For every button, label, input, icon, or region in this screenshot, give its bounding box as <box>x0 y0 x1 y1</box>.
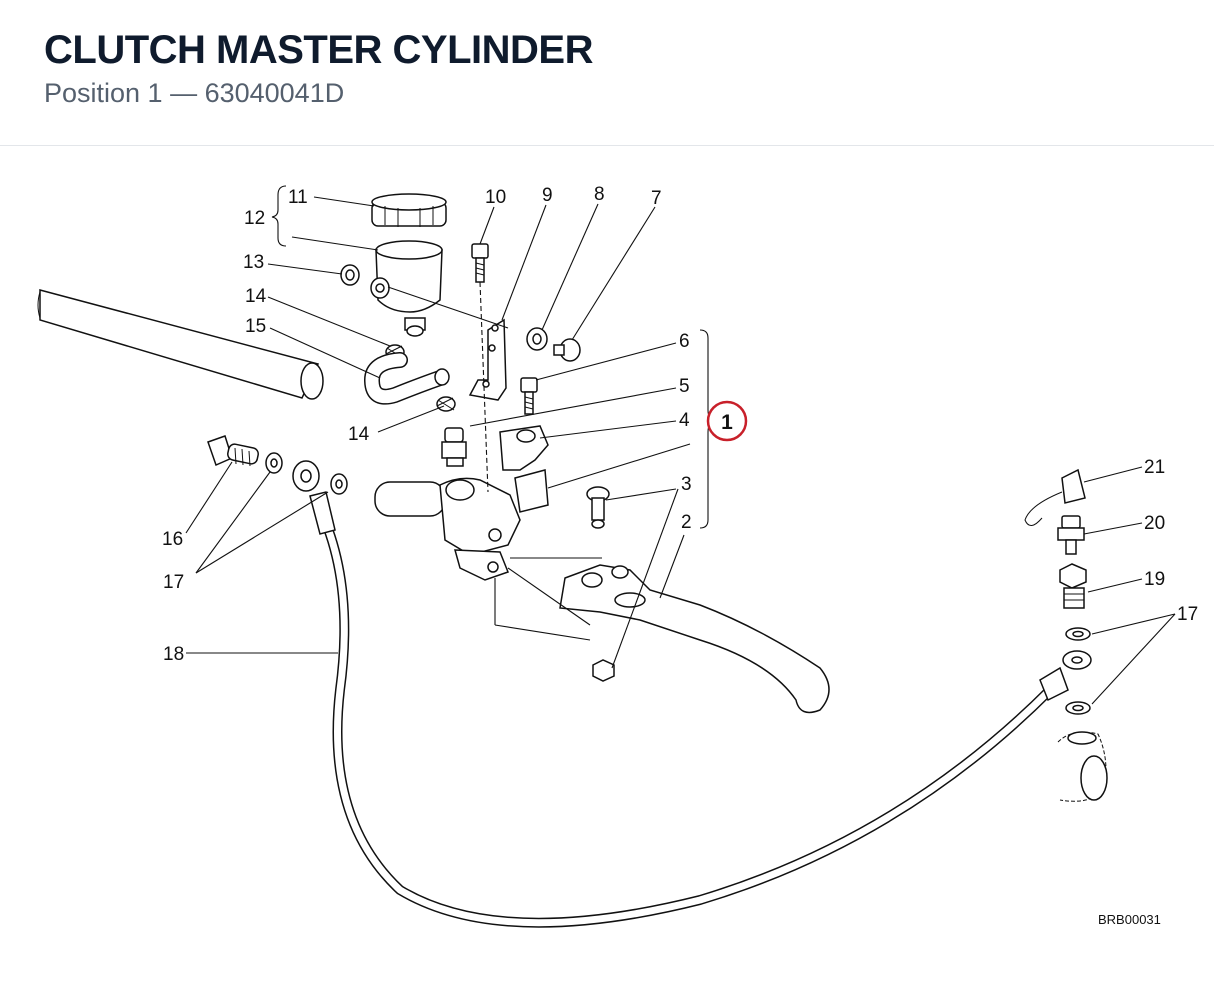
screw-6 <box>520 377 538 415</box>
hose-clamp-lower <box>436 396 456 412</box>
handlebar-tube <box>37 289 324 400</box>
washer-left-2 <box>330 473 348 495</box>
handlebar-clamp <box>499 425 549 471</box>
position-callout[interactable]: 1 <box>706 400 748 442</box>
washer-right-1 <box>1065 627 1091 641</box>
part-labels: 11 12 10 9 8 7 13 14 15 6 5 4 14 3 2 16 … <box>162 184 1198 665</box>
label-14-lower: 14 <box>348 424 370 445</box>
label-2: 2 <box>681 512 692 533</box>
mounting-bracket <box>468 318 507 401</box>
page-header: CLUTCH MASTER CYLINDER Position 1 — 6304… <box>0 0 1214 146</box>
leader-lines <box>185 185 1176 705</box>
lever-nut <box>592 659 615 682</box>
reservoir-cap <box>371 193 447 227</box>
label-16: 16 <box>162 529 183 550</box>
page-subtitle: Position 1 — 63040041D <box>44 78 345 108</box>
label-13: 13 <box>243 252 264 273</box>
label-11: 11 <box>288 187 308 208</box>
pivot-screw <box>586 486 610 529</box>
reservoir-hose <box>363 352 450 405</box>
label-17-left: 17 <box>163 572 184 593</box>
banjo-fitting <box>292 460 320 492</box>
callout-number: 1 <box>721 411 733 434</box>
label-4: 4 <box>679 410 690 431</box>
label-19: 19 <box>1144 569 1165 590</box>
label-21: 21 <box>1144 457 1165 478</box>
spacer-8 <box>526 327 548 351</box>
label-9: 9 <box>542 185 553 206</box>
washer-left-1 <box>265 452 283 474</box>
exploded-parts-diagram: 11 12 10 9 8 7 13 14 15 6 5 4 14 3 2 16 … <box>37 184 1198 928</box>
bleeder-cap <box>1024 468 1086 526</box>
hose-fitting <box>441 427 467 467</box>
screw-7 <box>553 338 581 362</box>
label-20: 20 <box>1144 513 1165 534</box>
clutch-lever <box>559 564 830 714</box>
fluid-reservoir <box>370 240 443 337</box>
union-nut <box>1059 563 1087 609</box>
label-14-upper: 14 <box>245 286 267 307</box>
bolt-10 <box>471 243 489 283</box>
page-title: CLUTCH MASTER CYLINDER <box>44 28 593 72</box>
banjo-fitting-right <box>1062 650 1092 670</box>
label-17-right: 17 <box>1177 604 1198 625</box>
label-15: 15 <box>245 316 266 337</box>
diagram-reference-code: BRB00031 <box>1098 912 1161 927</box>
label-3: 3 <box>681 474 692 495</box>
label-18: 18 <box>163 644 184 665</box>
banjo-bolt <box>207 435 259 467</box>
label-7: 7 <box>651 188 662 209</box>
label-12: 12 <box>244 208 265 229</box>
hydraulic-hose <box>309 491 1069 928</box>
label-8: 8 <box>594 184 605 205</box>
bleeder-valve <box>1057 515 1085 555</box>
grommet <box>340 264 360 286</box>
label-5: 5 <box>679 376 690 397</box>
label-10: 10 <box>485 187 506 208</box>
label-6: 6 <box>679 331 690 352</box>
master-cylinder-body <box>374 469 549 581</box>
washer-right-2 <box>1065 701 1091 715</box>
slave-cylinder-housing <box>1057 731 1108 802</box>
